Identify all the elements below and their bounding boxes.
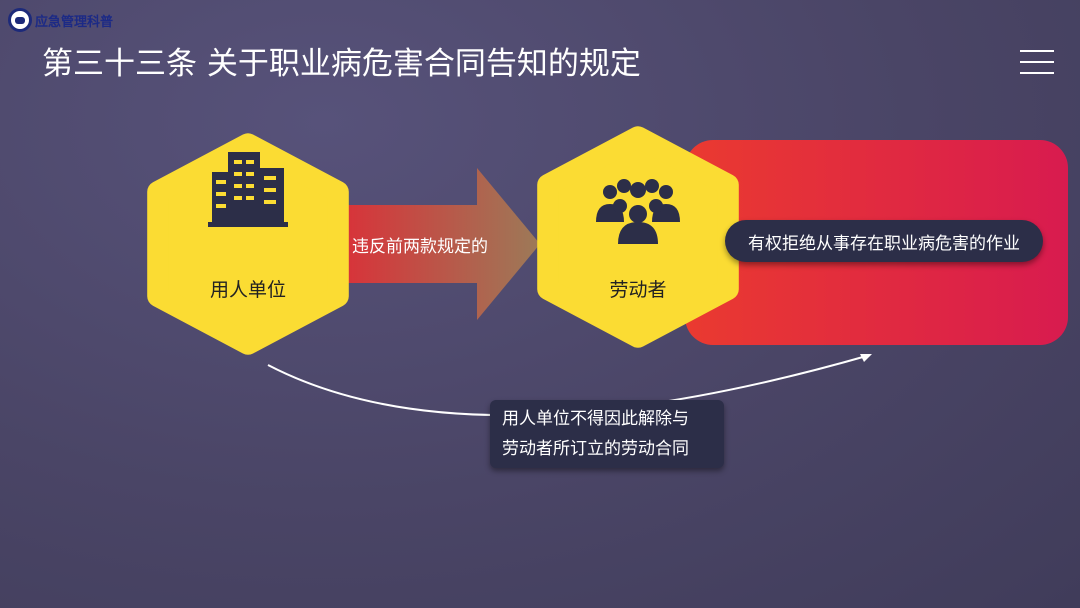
menu-icon[interactable] (1020, 50, 1054, 83)
worker-label: 劳动者 (609, 279, 667, 301)
building-icon (208, 152, 288, 227)
logo-text: 应急管理科普 (35, 14, 114, 30)
people-icon (596, 179, 680, 244)
arrowhead (860, 354, 872, 362)
bottom-line-1: 用人单位不得因此解除与 (502, 409, 689, 429)
right-label: 有权拒绝从事存在职业病危害的作业 (725, 220, 1043, 262)
page-title: 第三十三条 关于职业病危害合同告知的规定 (42, 46, 641, 82)
seal-icon (8, 8, 32, 32)
arrow (348, 168, 540, 320)
arrow-label: 违反前两款规定的 (352, 237, 488, 257)
logo: 应急管理科普 (8, 8, 113, 32)
employer-label: 用人单位 (209, 279, 286, 301)
bottom-line-2: 劳动者所订立的劳动合同 (502, 439, 689, 459)
bottom-box: 用人单位不得因此解除与 劳动者所订立的劳动合同 (490, 400, 724, 468)
employer-hexagon (147, 133, 349, 355)
